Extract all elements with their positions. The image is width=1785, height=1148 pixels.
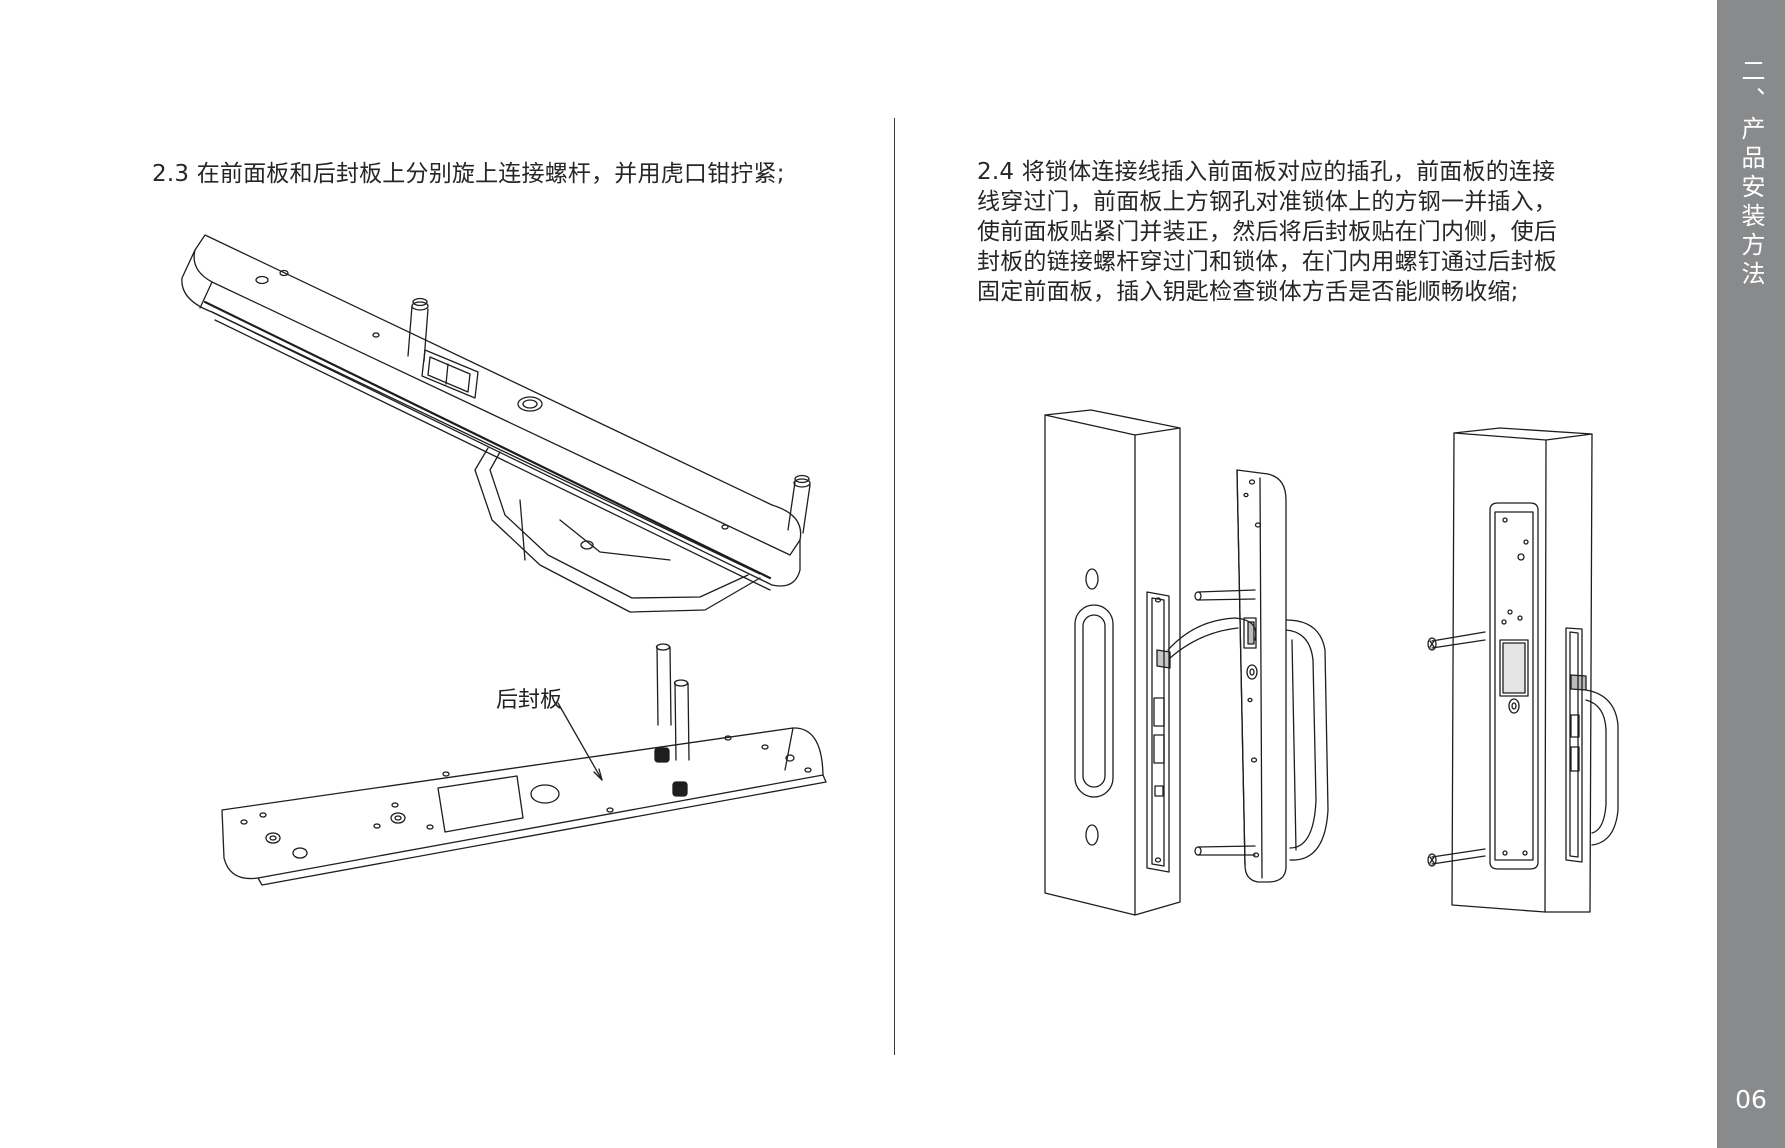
- door-lock-assembly-illustration: [1030, 405, 1700, 925]
- section-sidebar: [1717, 0, 1785, 1148]
- column-divider: [894, 118, 895, 1055]
- section-title: 二、产品安装方法: [1737, 58, 1765, 290]
- front-panel-illustration: [180, 230, 820, 630]
- back-plate-illustration: [200, 630, 840, 890]
- step-2-4-heading: 2.4 将锁体连接线插入前面板对应的插孔，前面板的连接线穿过门，前面板上方钢孔对…: [977, 159, 1557, 305]
- step-2-3-heading: 2.3 在前面板和后封板上分别旋上连接螺杆，并用虎口钳拧紧;: [152, 161, 785, 187]
- back-plate-label: 后封板: [496, 688, 563, 713]
- page-number: 06: [1735, 1085, 1767, 1114]
